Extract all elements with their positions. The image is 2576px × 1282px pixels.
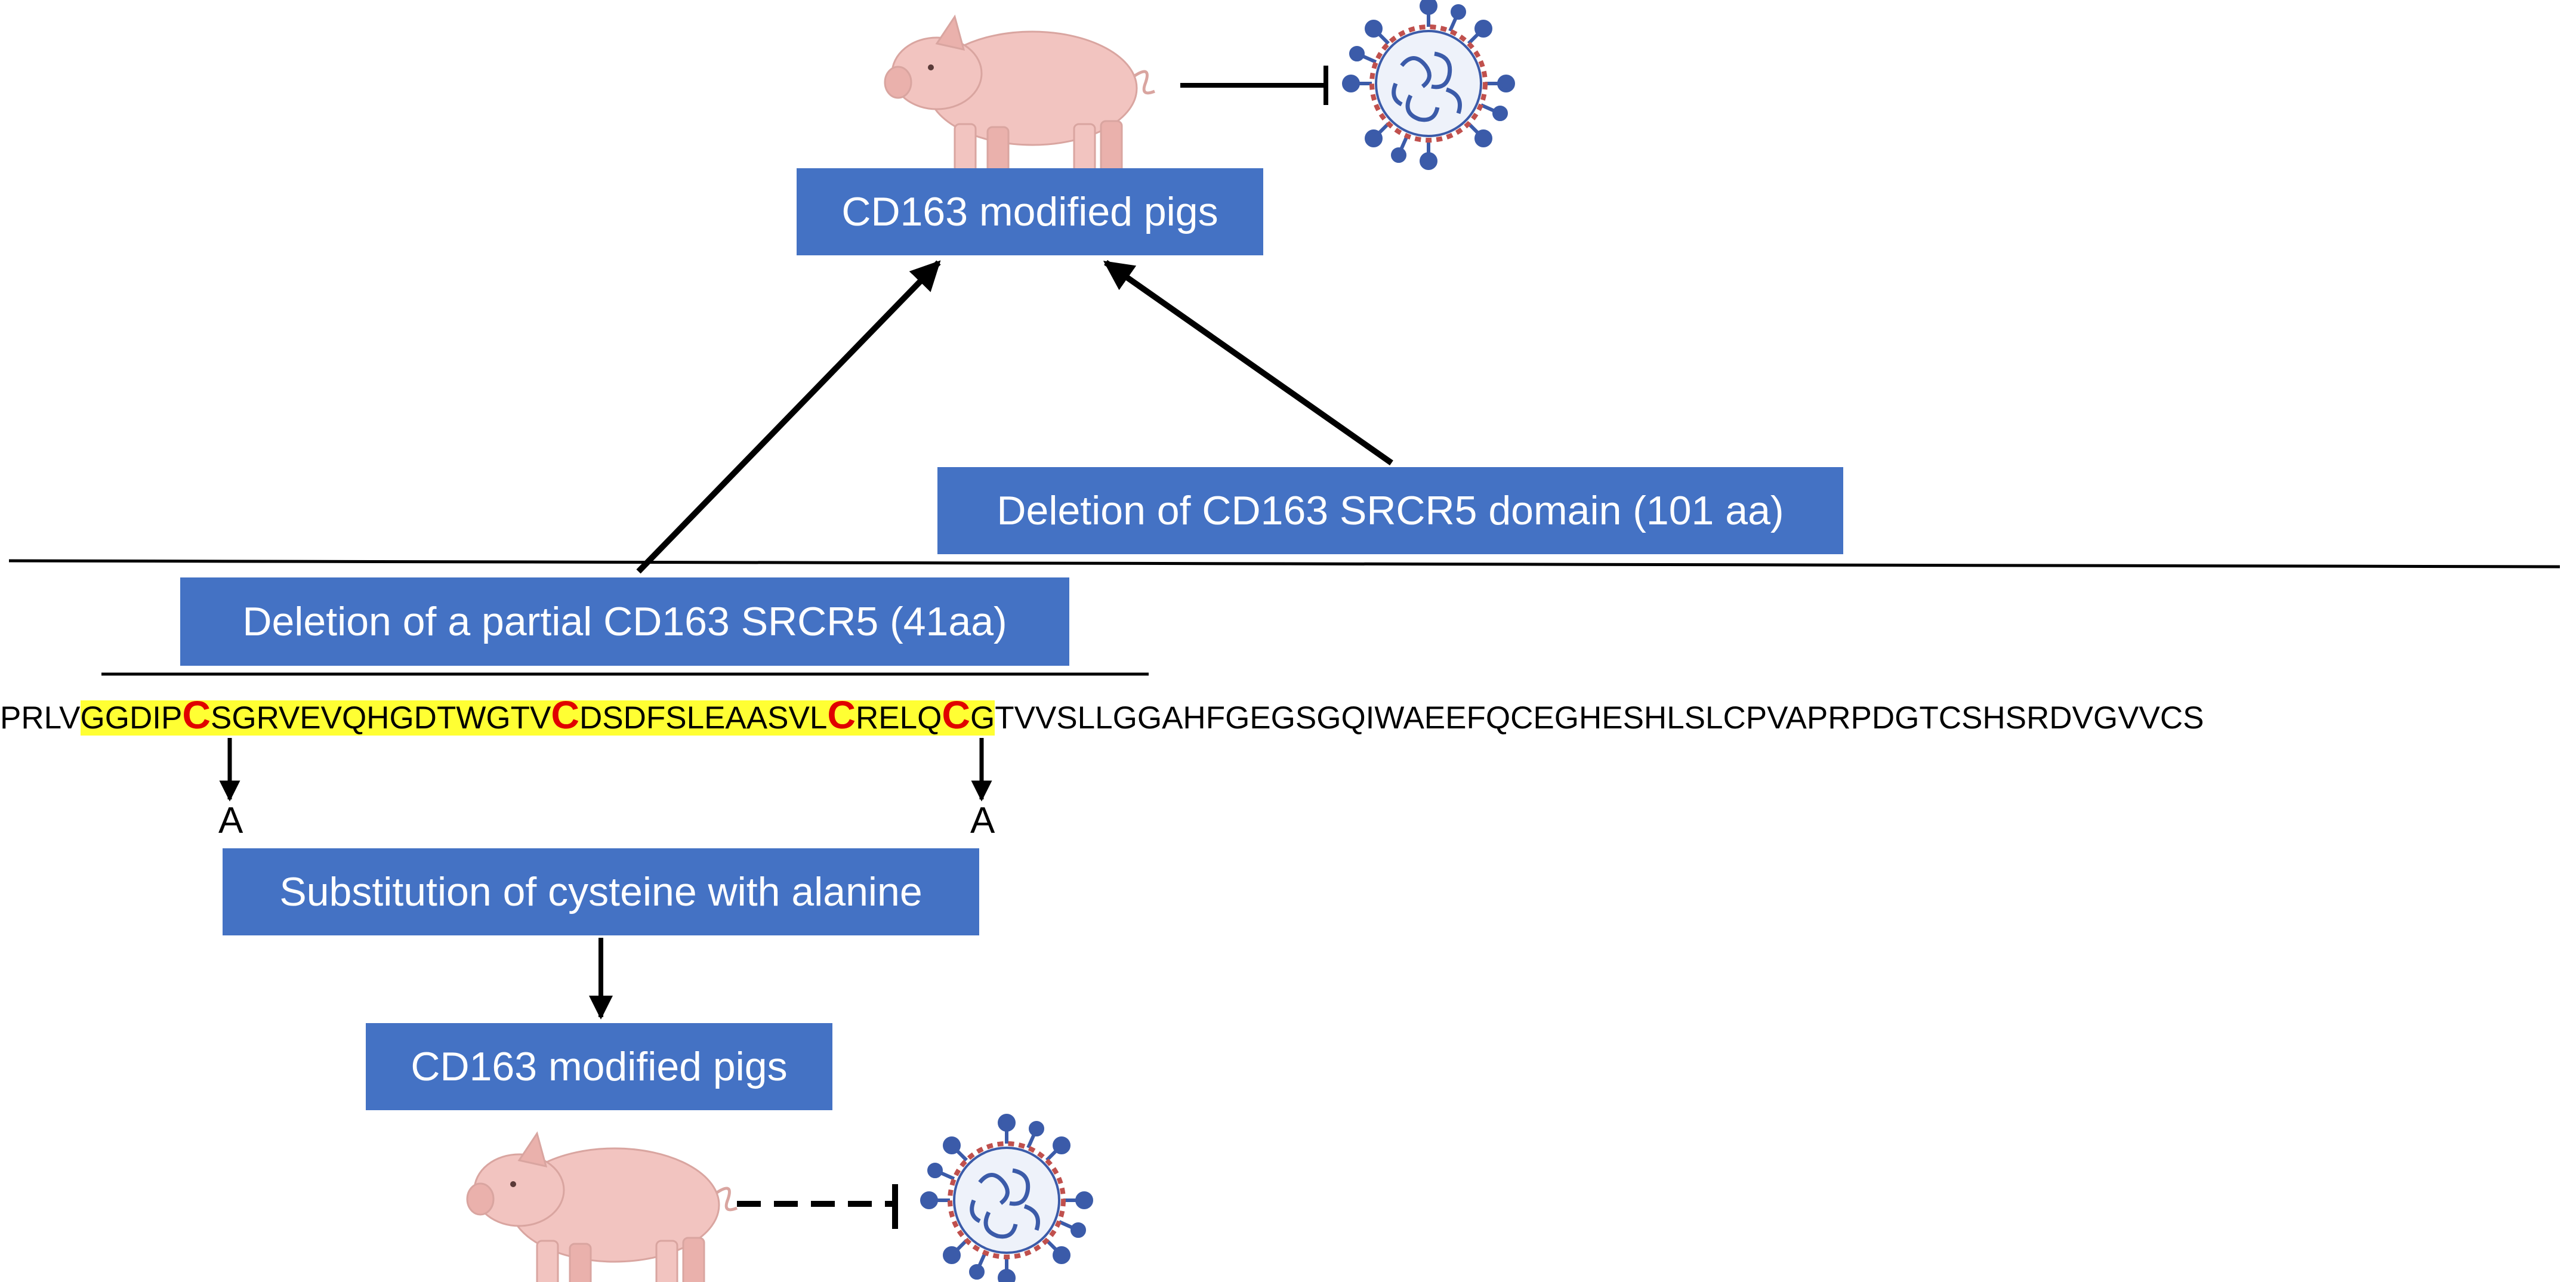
cysteine-residue: C	[551, 693, 579, 737]
pig-icon	[885, 17, 1155, 181]
arrow-partial-to-pigs	[636, 260, 941, 574]
sequence-segment: RELQ	[856, 700, 942, 736]
top-pigs-box: CD163 modified pigs	[797, 168, 1263, 255]
pig-icon	[467, 1133, 737, 1282]
sequence-segment: DSDFSLEAASVL	[579, 700, 828, 736]
arrow-full-to-pigs	[1103, 260, 1393, 466]
deletion-full-label: Deletion of CD163 SRCR5 domain (101 aa)	[997, 488, 1784, 533]
alanine-label-left: A	[218, 800, 243, 841]
alanine-label-right: A	[970, 800, 995, 841]
bottom-pigs-label: CD163 modified pigs	[411, 1044, 788, 1089]
top-pigs-label: CD163 modified pigs	[841, 189, 1218, 234]
cysteine-residue: C	[182, 693, 211, 737]
cysteine-residue: C	[827, 693, 856, 737]
deletion-full-box: Deletion of CD163 SRCR5 domain (101 aa)	[937, 467, 1843, 554]
cysteine-residue: C	[942, 693, 970, 737]
sequence-segment: G	[970, 700, 995, 736]
sequence-segment: SGRVEVQHGDTWGTV	[211, 700, 551, 736]
sequence-segment: GGDIP	[80, 700, 183, 736]
bottom-pigs-box: CD163 modified pigs	[366, 1023, 832, 1110]
virus-icon	[922, 1116, 1091, 1282]
sequence-highlighted-region: GGDIPCSGRVEVQHGDTWGTVCDSDFSLEAASVLCRELQC…	[80, 693, 995, 737]
protein-sequence: PRLVGGDIPCSGRVEVQHGDTWGTVCDSDFSLEAASVLCR…	[0, 691, 2204, 738]
substitution-box: Substitution of cysteine with alanine	[223, 848, 979, 935]
virus-icon	[1344, 0, 1513, 168]
sequence-prefix: PRLV	[0, 700, 81, 736]
divider-line	[8, 559, 2560, 569]
deletion-partial-box: Deletion of a partial CD163 SRCR5 (41aa)	[180, 577, 1069, 666]
sequence-suffix: TVVSLLGGAHFGEGSGQIWAEEFQCEGHESHLSLCPVAPR…	[995, 700, 2204, 736]
substitution-label: Substitution of cysteine with alanine	[279, 869, 923, 915]
deletion-partial-label: Deletion of a partial CD163 SRCR5 (41aa)	[242, 599, 1007, 644]
